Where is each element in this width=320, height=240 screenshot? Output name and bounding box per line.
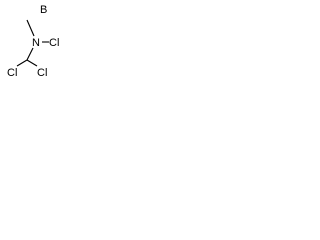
atom-nitrogen-label: N xyxy=(32,37,40,49)
bond-methyl-nitrogen xyxy=(26,19,35,37)
bond-carbon-chlorine-right xyxy=(26,59,38,67)
figure-canvas: B N Cl Cl Cl xyxy=(0,0,72,83)
panel-label: B xyxy=(40,4,47,16)
bond-nitrogen-carbon xyxy=(26,47,34,61)
atom-chlorine-left-label: Cl xyxy=(7,67,17,79)
atom-chlorine-right-label: Cl xyxy=(37,67,47,79)
chemical-structure: B N Cl Cl Cl xyxy=(7,4,59,79)
atom-chlorine-on-nitrogen-label: Cl xyxy=(49,37,59,49)
bond-carbon-chlorine-left xyxy=(16,59,28,67)
